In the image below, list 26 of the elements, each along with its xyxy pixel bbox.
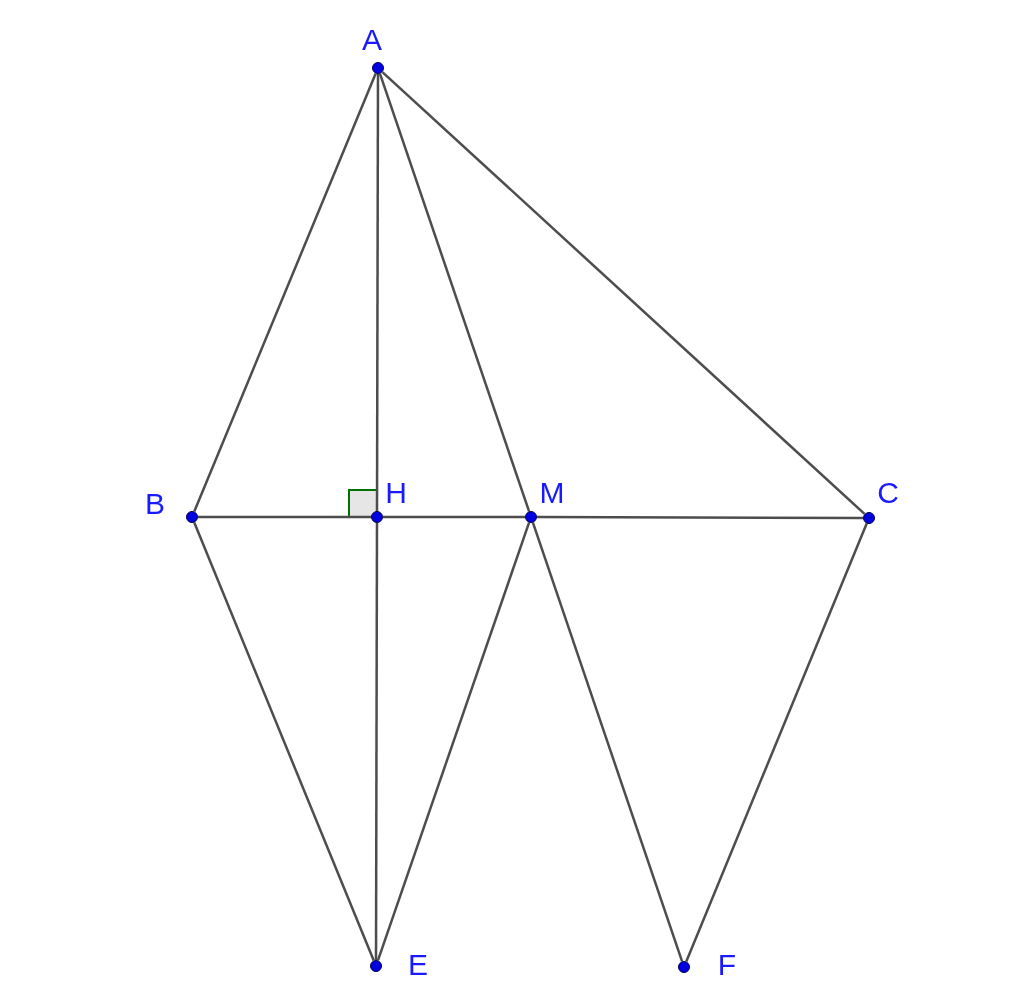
- line-segment: [685, 523, 868, 962]
- line-segment: [376, 522, 531, 961]
- line-segment: [374, 523, 379, 960]
- line-segment: [383, 515, 525, 519]
- line-segment: [381, 71, 866, 515]
- point-marker: [678, 961, 690, 973]
- point-label: H: [385, 478, 407, 508]
- point-label: M: [539, 478, 565, 508]
- point-marker: [186, 511, 198, 523]
- line-segment: [537, 515, 863, 520]
- point-marker: [525, 511, 537, 523]
- point-marker: [371, 511, 383, 523]
- point-marker: [863, 512, 875, 524]
- line-segment: [193, 73, 377, 512]
- point-label: B: [145, 489, 165, 519]
- line-segment: [193, 522, 375, 961]
- line-segment: [198, 515, 371, 519]
- line-segment: [531, 522, 684, 962]
- point-marker: [370, 960, 382, 972]
- point-label: A: [362, 25, 382, 55]
- point-label: F: [717, 950, 737, 980]
- point-marker: [372, 62, 384, 74]
- line-segment: [378, 73, 531, 512]
- point-label: E: [408, 950, 428, 980]
- point-label: C: [877, 478, 899, 508]
- line-segment: [375, 74, 380, 511]
